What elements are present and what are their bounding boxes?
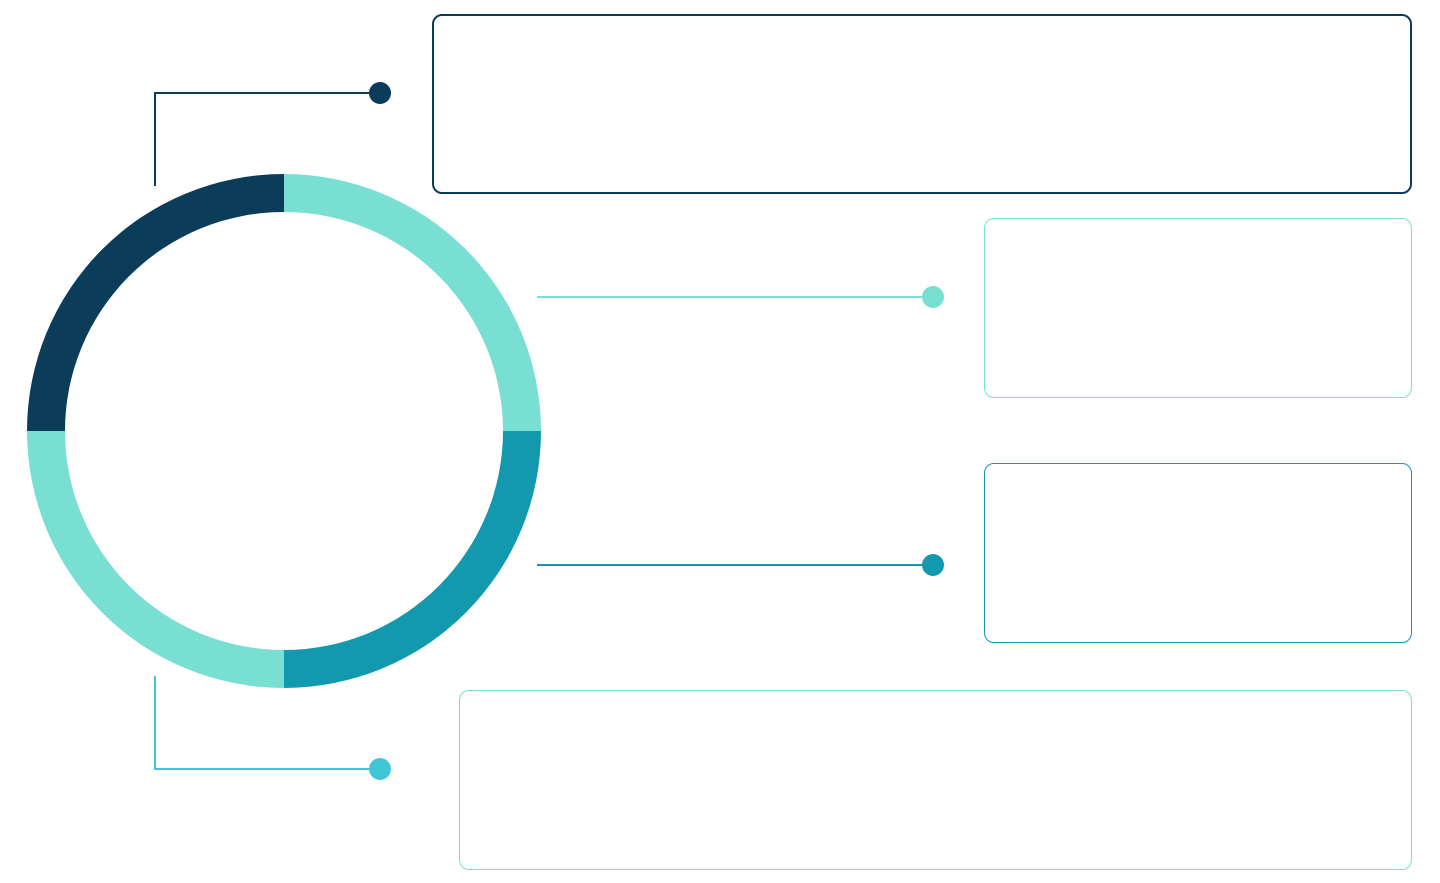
connectors bbox=[154, 82, 944, 780]
callout-box-bottom bbox=[459, 690, 1412, 870]
ring-segment-bottom-left bbox=[27, 431, 284, 688]
connector-dot-right-upper bbox=[922, 286, 944, 308]
callout-box-right-upper bbox=[984, 218, 1412, 398]
ring-segment-bottom-right bbox=[284, 431, 541, 688]
connector-dot-top bbox=[369, 82, 391, 104]
callout-box-top bbox=[432, 14, 1412, 194]
ring bbox=[27, 174, 541, 688]
ring-segment-top-left bbox=[27, 174, 284, 431]
connector-line-top bbox=[154, 92, 372, 186]
connector-line-bottom bbox=[154, 676, 372, 770]
connector-dot-right-lower bbox=[922, 554, 944, 576]
callout-box-right-lower bbox=[984, 463, 1412, 643]
ring-segment-top-right bbox=[284, 174, 541, 431]
connector-dot-bottom bbox=[369, 758, 391, 780]
